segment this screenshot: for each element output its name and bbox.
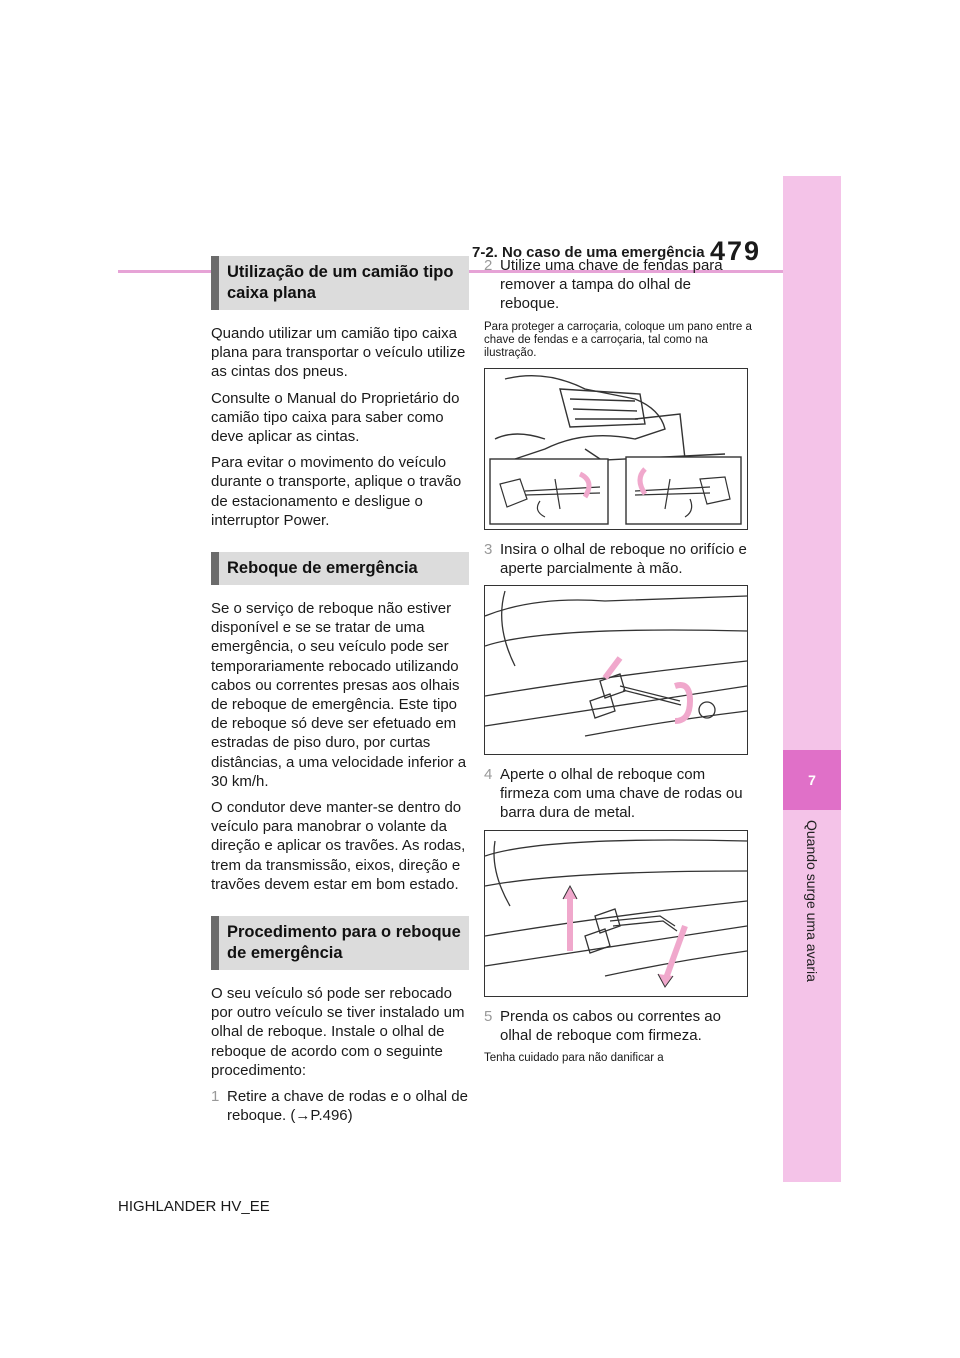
step-3: 3 Insira o olhal de reboque no orifício … bbox=[484, 540, 752, 578]
step-text: Utilize uma chave de fendas para remover… bbox=[500, 257, 723, 313]
paragraph-flatbed-1: Quando utilizar um camião tipo caixa pla… bbox=[211, 325, 466, 381]
chapter-side-band bbox=[783, 176, 841, 1182]
left-column: Utilização de um camião tipo caixa plana… bbox=[211, 256, 469, 1133]
step-number: 5 bbox=[484, 1007, 493, 1025]
step-text: Aperte o olhal de reboque com firmeza co… bbox=[500, 766, 743, 822]
page-number: 479 bbox=[710, 236, 762, 266]
figure-insert-eyelet bbox=[484, 585, 748, 756]
paragraph-flatbed-2: Consulte o Manual do Proprietário do cam… bbox=[211, 389, 460, 446]
figure-remove-cover bbox=[484, 367, 748, 530]
footer-model: HIGHLANDER HV_EE bbox=[118, 1198, 270, 1215]
step-5: 5 Prenda os cabos ou correntes ao olhal … bbox=[484, 1007, 752, 1045]
chapter-tab[interactable]: 7 bbox=[783, 750, 841, 810]
heading-towing-procedure: Procedimento para o reboque de emergênci… bbox=[211, 916, 469, 971]
chapter-title-vertical: Quando surge uma avaria bbox=[804, 820, 820, 982]
paragraph-procedure: O seu veículo só pode ser rebocado por o… bbox=[211, 985, 465, 1079]
heading-flatbed: Utilização de um camião tipo caixa plana bbox=[211, 256, 469, 310]
step-text: Retire a chave de rodas e o olhal de reb… bbox=[227, 1088, 468, 1125]
paragraph-emergency-1: Se o serviço de reboque não estiver disp… bbox=[211, 600, 467, 790]
paragraph-emergency-2: O condutor deve manter-se dentro do veíc… bbox=[211, 799, 466, 893]
figure-tighten-eyelet bbox=[484, 829, 748, 997]
note-protect-body: Para proteger a carroçaria, coloque um p… bbox=[484, 320, 752, 359]
heading-emergency-towing: Reboque de emergência bbox=[211, 552, 469, 586]
step-number: 2 bbox=[484, 257, 493, 274]
step-text: Prenda os cabos ou correntes ao olhal de… bbox=[500, 1007, 721, 1044]
step-number: 4 bbox=[484, 766, 493, 784]
step-2: 2 Utilize uma chave de fendas para remov… bbox=[484, 256, 752, 314]
right-column: 2 Utilize uma chave de fendas para remov… bbox=[484, 256, 752, 1073]
step-text: Insira o olhal de reboque no orifício e … bbox=[500, 540, 747, 577]
paragraph-flatbed-3: Para evitar o movimento do veículo duran… bbox=[211, 454, 462, 529]
step-number: 3 bbox=[484, 540, 493, 558]
section-title: 7-2. No caso de uma emergência bbox=[472, 244, 705, 261]
step-1: 1 Retire a chave de rodas e o olhal de r… bbox=[211, 1087, 469, 1125]
step-4: 4 Aperte o olhal de reboque com firmeza … bbox=[484, 765, 752, 823]
step-number: 1 bbox=[211, 1088, 220, 1106]
note-careful: Tenha cuidado para não danificar a bbox=[484, 1052, 664, 1065]
